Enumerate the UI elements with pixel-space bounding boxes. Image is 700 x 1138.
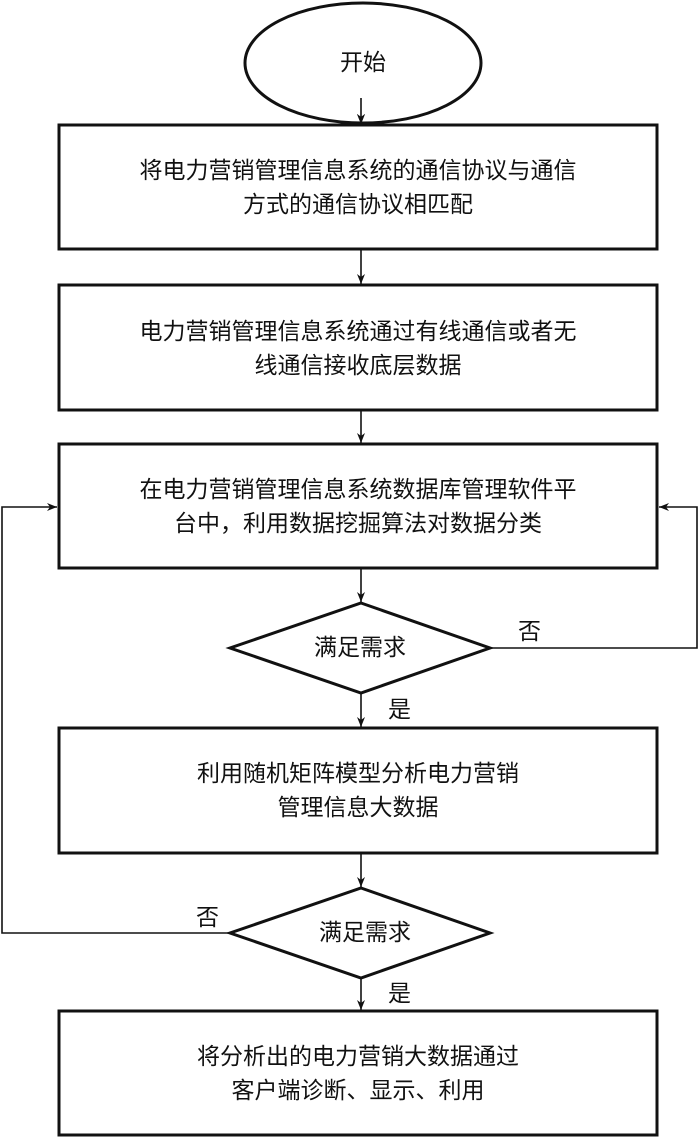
step5-box xyxy=(57,1009,659,1137)
step1-line2: 方式的通信协议相匹配 xyxy=(243,192,473,218)
step1-line1: 将电力营销管理信息系统的通信协议与通信 xyxy=(139,158,577,184)
decision2-no-label: 否 xyxy=(196,905,219,931)
step2-text: 电力营销管理信息系统通过有线通信或者无 线通信接收底层数据 xyxy=(59,315,657,383)
decision2-label: 满足需求 xyxy=(319,920,411,946)
start-label: 开始 xyxy=(340,50,386,76)
step1-box xyxy=(57,123,659,251)
step4-line1: 利用随机矩阵模型分析电力营销 xyxy=(197,761,519,787)
step2-box xyxy=(57,283,659,412)
step3-text: 在电力营销管理信息系统数据库管理软件平 台中，利用数据挖掘算法对数据分类 xyxy=(59,473,657,541)
step4-box xyxy=(57,726,659,855)
step5-text: 将分析出的电力营销大数据通过 客户端诊断、显示、利用 xyxy=(59,1040,657,1108)
step3-line2: 台中，利用数据挖掘算法对数据分类 xyxy=(174,511,542,537)
step2-line1: 电力营销管理信息系统通过有线通信或者无 xyxy=(139,319,577,345)
step4-text: 利用随机矩阵模型分析电力营销 管理信息大数据 xyxy=(59,757,657,825)
decision2-yes-label: 是 xyxy=(388,981,411,1007)
step3-box xyxy=(57,442,659,570)
loop-decision1-no xyxy=(490,503,698,649)
decision1-no-label: 否 xyxy=(518,619,541,645)
step4-line2: 管理信息大数据 xyxy=(277,795,439,821)
step2-line2: 线通信接收底层数据 xyxy=(254,353,462,379)
step3-line1: 在电力营销管理信息系统数据库管理软件平 xyxy=(139,477,577,503)
step1-text: 将电力营销管理信息系统的通信协议与通信 方式的通信协议相匹配 xyxy=(59,154,657,222)
decision1-yes-label: 是 xyxy=(388,697,411,723)
step5-line1: 将分析出的电力营销大数据通过 xyxy=(197,1044,519,1070)
decision1-label: 满足需求 xyxy=(314,635,406,661)
step5-line2: 客户端诊断、显示、利用 xyxy=(231,1078,485,1104)
loop-decision2-no xyxy=(1,503,230,934)
